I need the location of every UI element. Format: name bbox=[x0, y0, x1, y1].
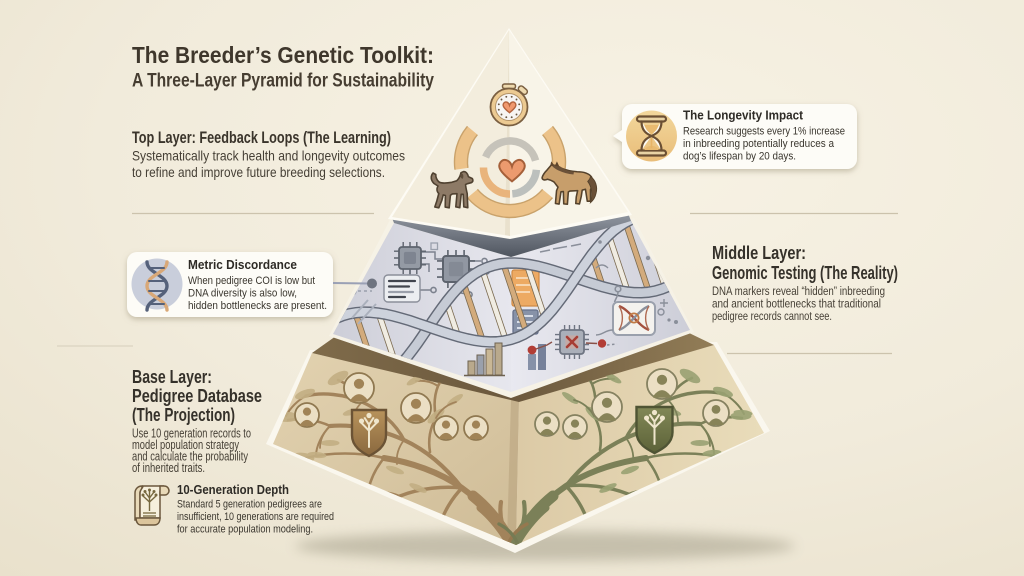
svg-text:The Breeder’s Genetic Toolkit:: The Breeder’s Genetic Toolkit: bbox=[132, 42, 434, 68]
svg-text:DNA diversity is also low,: DNA diversity is also low, bbox=[188, 288, 297, 300]
svg-text:DNA markers reveal “hidden” in: DNA markers reveal “hidden” inbreeding bbox=[712, 284, 885, 298]
svg-text:When pedigree COI is low but: When pedigree COI is low but bbox=[188, 275, 315, 287]
svg-text:10-Generation Depth: 10-Generation Depth bbox=[177, 482, 289, 497]
svg-text:Pedigree Database: Pedigree Database bbox=[132, 385, 262, 406]
svg-text:to refine and improve future b: to refine and improve future breeding se… bbox=[132, 165, 385, 180]
svg-text:dog’s lifespan by 20 days.: dog’s lifespan by 20 days. bbox=[683, 151, 796, 163]
svg-text:insufficient, 10 generations a: insufficient, 10 generations are require… bbox=[177, 511, 334, 523]
svg-text:(The Projection): (The Projection) bbox=[132, 404, 235, 425]
svg-text:Metric Discordance: Metric Discordance bbox=[188, 257, 297, 272]
svg-text:and ancient bottlenecks that t: and ancient bottlenecks that traditional bbox=[712, 297, 881, 311]
svg-text:of inherited traits.: of inherited traits. bbox=[132, 460, 205, 475]
svg-text:Standard 5 generation pedigree: Standard 5 generation pedigrees are bbox=[177, 499, 322, 511]
svg-text:hidden bottlenecks are present: hidden bottlenecks are present. bbox=[188, 300, 327, 312]
svg-text:for accurate population modeli: for accurate population modeling. bbox=[177, 524, 313, 536]
svg-text:Base Layer:: Base Layer: bbox=[132, 366, 212, 387]
svg-text:and calculate the probability: and calculate the probability bbox=[132, 449, 248, 464]
svg-text:Top Layer: Feedback Loops (The: Top Layer: Feedback Loops (The Learning) bbox=[132, 128, 391, 147]
svg-text:model population strategy: model population strategy bbox=[132, 437, 239, 452]
svg-text:The Longevity Impact: The Longevity Impact bbox=[683, 108, 804, 123]
svg-text:Systematically track health an: Systematically track health and longevit… bbox=[132, 149, 405, 164]
svg-text:Use 10 generation records to: Use 10 generation records to bbox=[132, 426, 251, 441]
svg-text:A Three-Layer Pyramid for Sust: A Three-Layer Pyramid for Sustainability bbox=[132, 70, 434, 92]
svg-text:Research suggests every 1% inc: Research suggests every 1% increase bbox=[683, 126, 845, 138]
svg-text:in inbreeding potentially redu: in inbreeding potentially reduces a bbox=[683, 138, 834, 150]
svg-text:Genomic Testing (The Reality): Genomic Testing (The Reality) bbox=[712, 263, 898, 283]
svg-text:Middle Layer:: Middle Layer: bbox=[712, 243, 806, 263]
svg-text:pedigree records cannot see.: pedigree records cannot see. bbox=[712, 309, 832, 323]
